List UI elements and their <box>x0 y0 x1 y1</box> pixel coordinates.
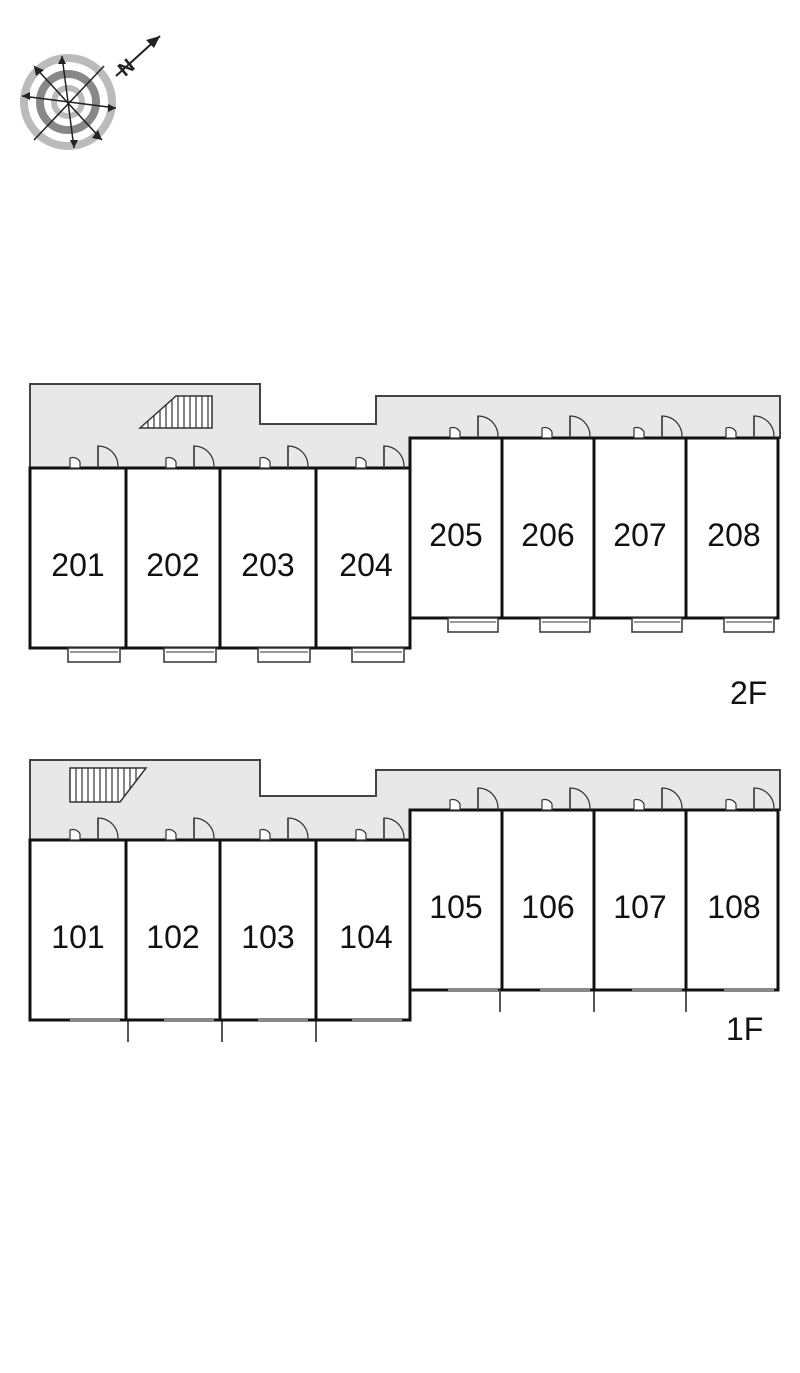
unit-number: 201 <box>51 547 104 583</box>
unit-103: 103 <box>218 817 318 1042</box>
unit-number: 202 <box>146 547 199 583</box>
unit-number: 204 <box>339 547 392 583</box>
unit-number: 208 <box>707 517 760 553</box>
floor-1f-plan: 101 102 103 104 <box>28 759 781 1047</box>
unit-201: 201 <box>28 445 128 663</box>
unit-208: 208 <box>684 415 780 633</box>
unit-107: 107 <box>592 787 688 1012</box>
unit-203: 203 <box>218 445 318 663</box>
unit-101: 101 <box>28 817 129 1042</box>
unit-108: 108 <box>684 787 780 992</box>
unit-207: 207 <box>592 415 688 633</box>
unit-number: 101 <box>51 919 104 955</box>
unit-102: 102 <box>124 817 223 1042</box>
unit-number: 108 <box>707 889 760 925</box>
unit-number: 105 <box>429 889 482 925</box>
unit-105: 105 <box>408 787 504 1012</box>
unit-number: 203 <box>241 547 294 583</box>
unit-number: 103 <box>241 919 294 955</box>
staircase-2f <box>138 395 213 429</box>
unit-206: 206 <box>500 415 596 633</box>
compass-icon: N <box>20 35 161 150</box>
unit-number: 106 <box>521 889 574 925</box>
unit-202: 202 <box>124 445 222 663</box>
unit-number: 102 <box>146 919 199 955</box>
floor-label-2f: 2F <box>730 675 767 711</box>
unit-number: 104 <box>339 919 392 955</box>
unit-number: 107 <box>613 889 666 925</box>
unit-104: 104 <box>314 817 412 1022</box>
unit-204: 204 <box>314 445 412 663</box>
staircase-1f <box>69 767 148 803</box>
unit-number: 207 <box>613 517 666 553</box>
unit-number: 205 <box>429 517 482 553</box>
unit-205: 205 <box>408 415 504 633</box>
floor-2f-plan: 201 202 203 204 <box>28 383 781 711</box>
floor-label-1f: 1F <box>726 1011 763 1047</box>
unit-number: 206 <box>521 517 574 553</box>
unit-106: 106 <box>500 787 596 1012</box>
